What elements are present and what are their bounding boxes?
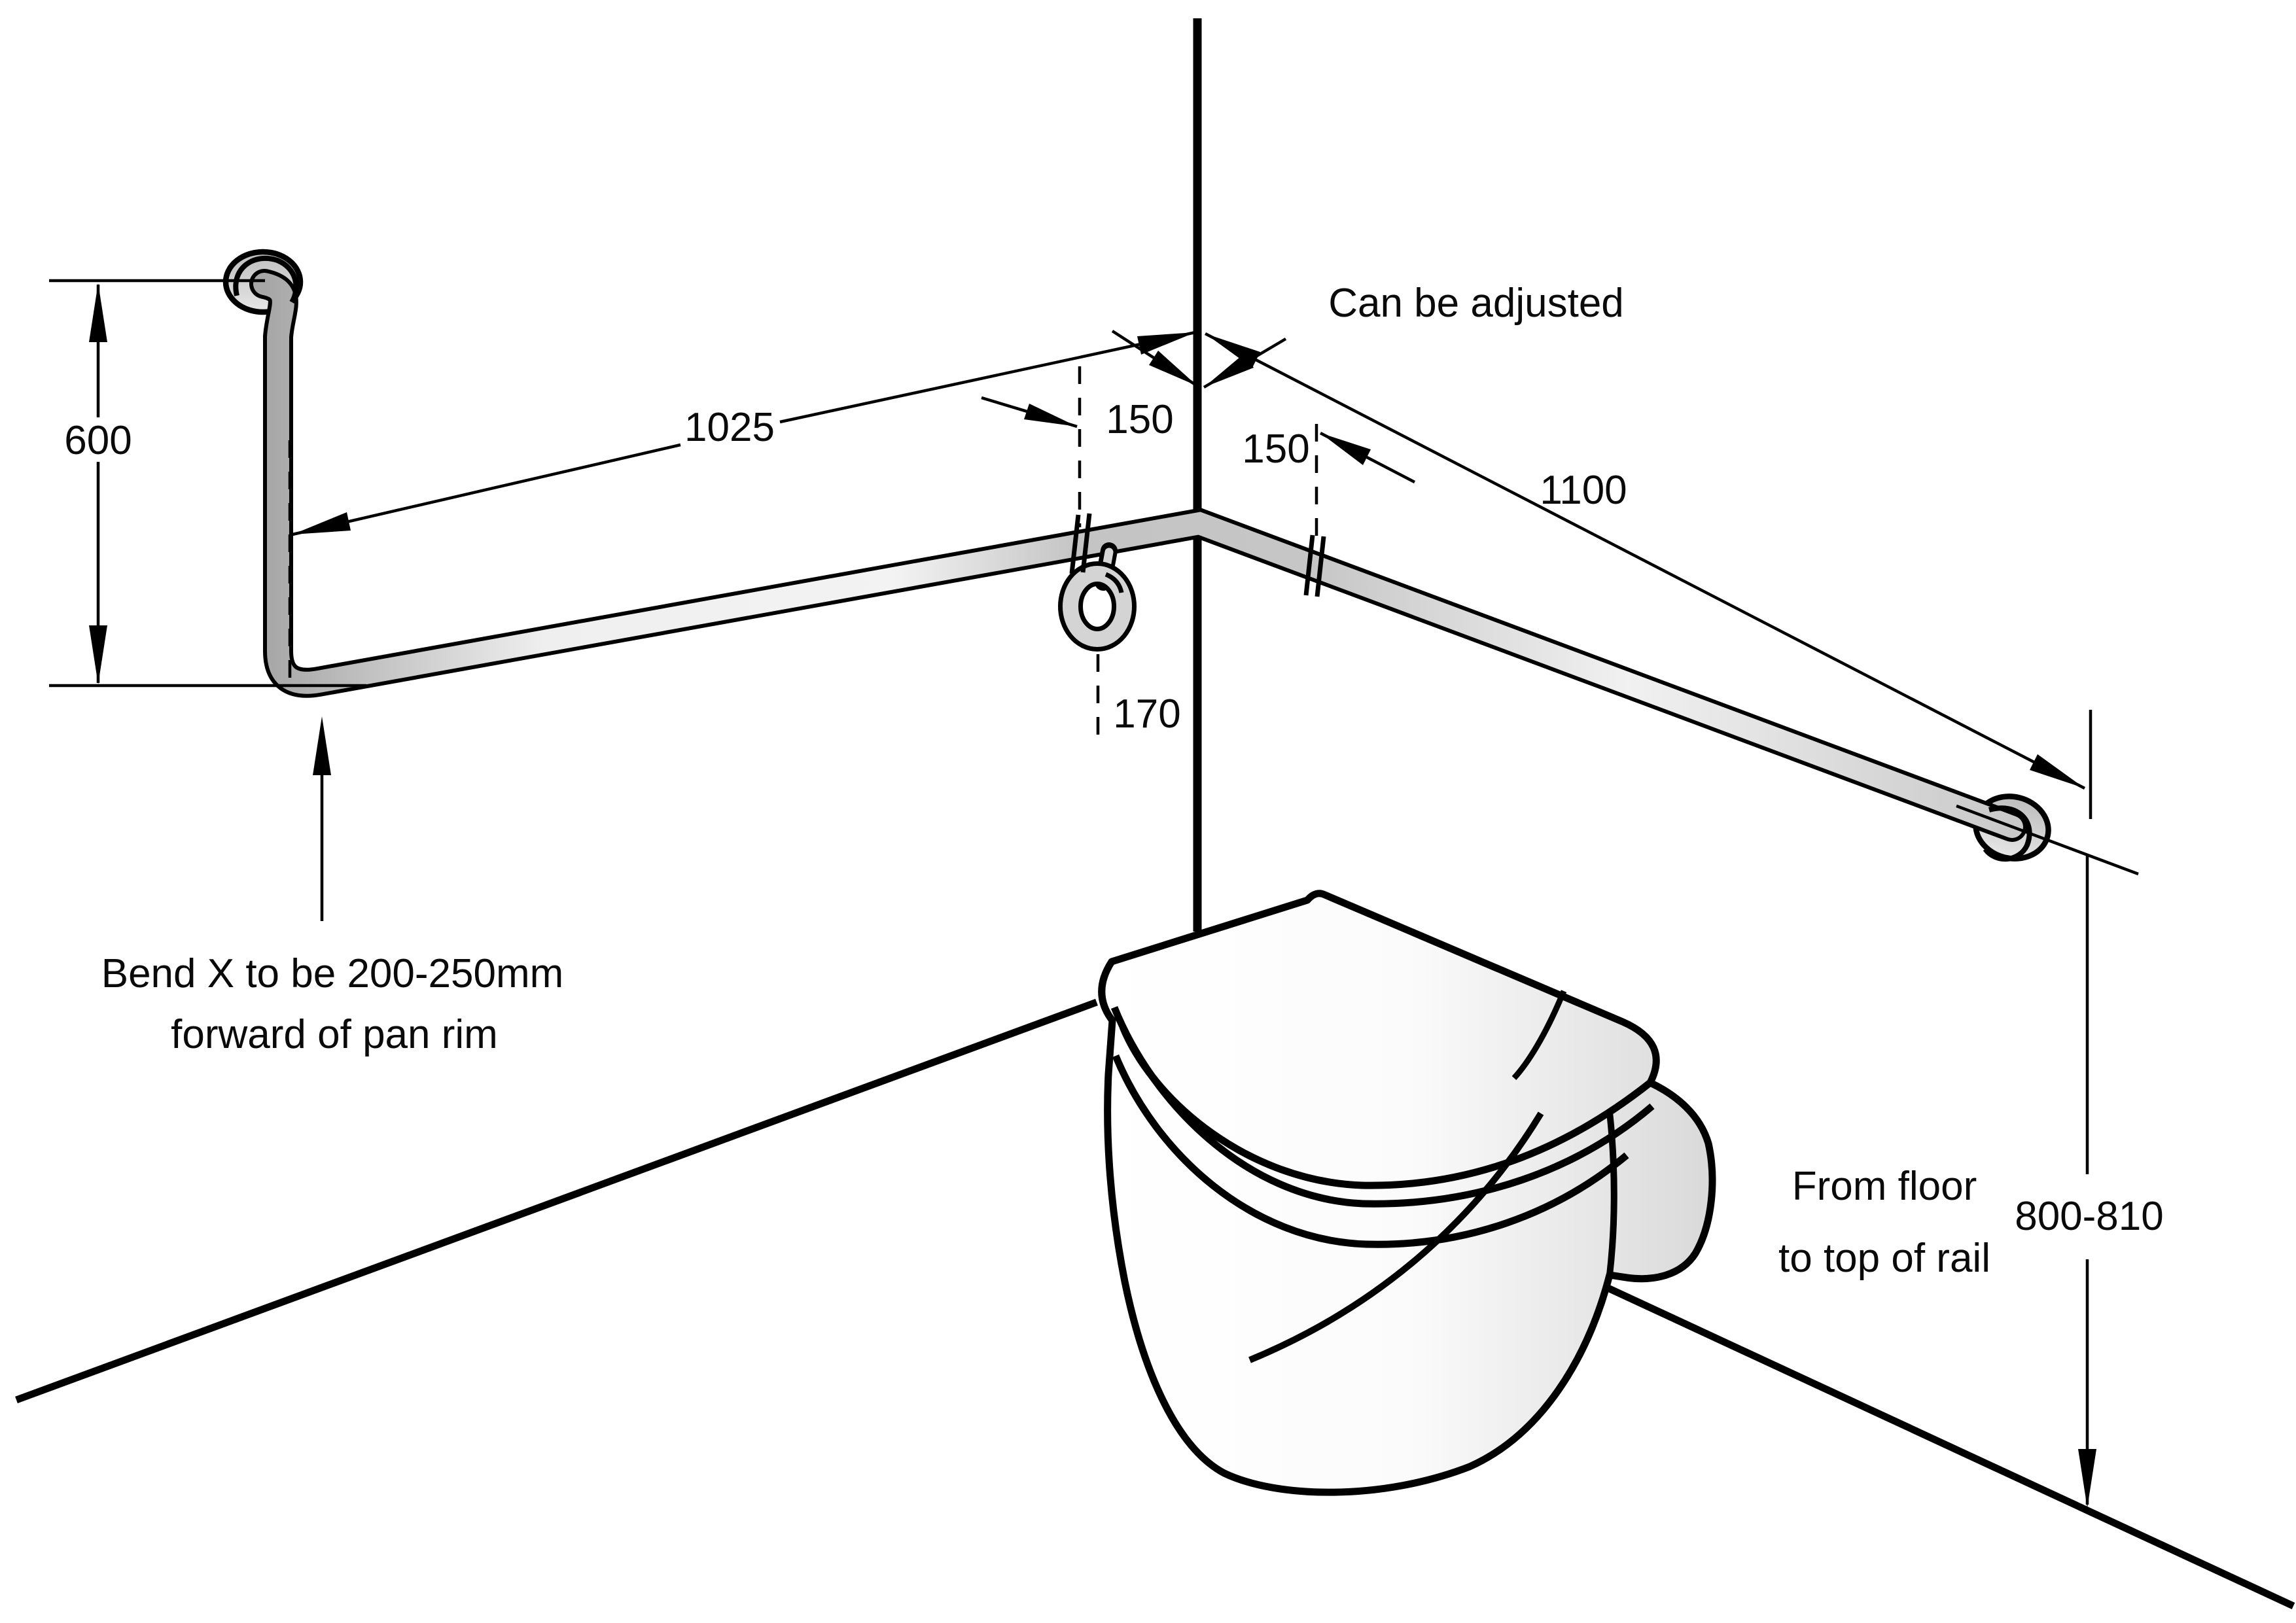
toilet-seat-line [1112, 1054, 1629, 1248]
label-1025: 1025 [684, 405, 775, 450]
hook-loop [1058, 542, 1137, 652]
toilet-pan-separation [1606, 1111, 1617, 1276]
dimension-170: 170 [1096, 654, 1181, 739]
label-170: 170 [1113, 691, 1180, 737]
floor-note-line1: From floor [1792, 1164, 1977, 1209]
dimension-600: 600 [49, 279, 366, 688]
label-1100: 1100 [1540, 468, 1627, 513]
right-floor-line [1555, 1261, 2295, 1609]
toilet-silhouette [1098, 890, 1716, 1496]
adjustable-note: Can be adjusted [1328, 281, 1624, 326]
rail-joint-left [1069, 513, 1092, 574]
dimension-1100: 1100 [1204, 332, 2093, 819]
dimension-1025: 1025 [288, 330, 1196, 686]
bend-note-line2: forward of pan rim [171, 1012, 498, 1057]
toilet-lid-band [1110, 1005, 1655, 1208]
floor-note-line2: to top of rail [1778, 1236, 1990, 1281]
toilet-bowl-contour [1248, 1111, 1544, 1363]
left-flange-curl [233, 255, 299, 304]
bend-x-note: Bend X to be 200-250mm forward of pan ri… [101, 716, 564, 1057]
left-floor-line [15, 998, 1098, 1404]
dimension-150-right: 150 [1203, 338, 1416, 548]
label-150-right: 150 [1242, 427, 1309, 472]
right-flange-curl [1983, 805, 2032, 862]
rail-joint-right [1303, 534, 1326, 597]
label-150-left: 150 [1106, 397, 1173, 442]
label-600: 600 [64, 418, 132, 463]
bend-note-line1: Bend X to be 200-250mm [101, 951, 564, 996]
dimension-800-810: 800-810 [1956, 804, 2164, 1508]
dimension-150-left: 150 [981, 330, 1199, 527]
toilet [1098, 890, 1716, 1496]
grab-rail [233, 255, 2032, 862]
label-800-810: 800-810 [2015, 1194, 2164, 1239]
toilet-lid-crease [1511, 990, 1567, 1081]
